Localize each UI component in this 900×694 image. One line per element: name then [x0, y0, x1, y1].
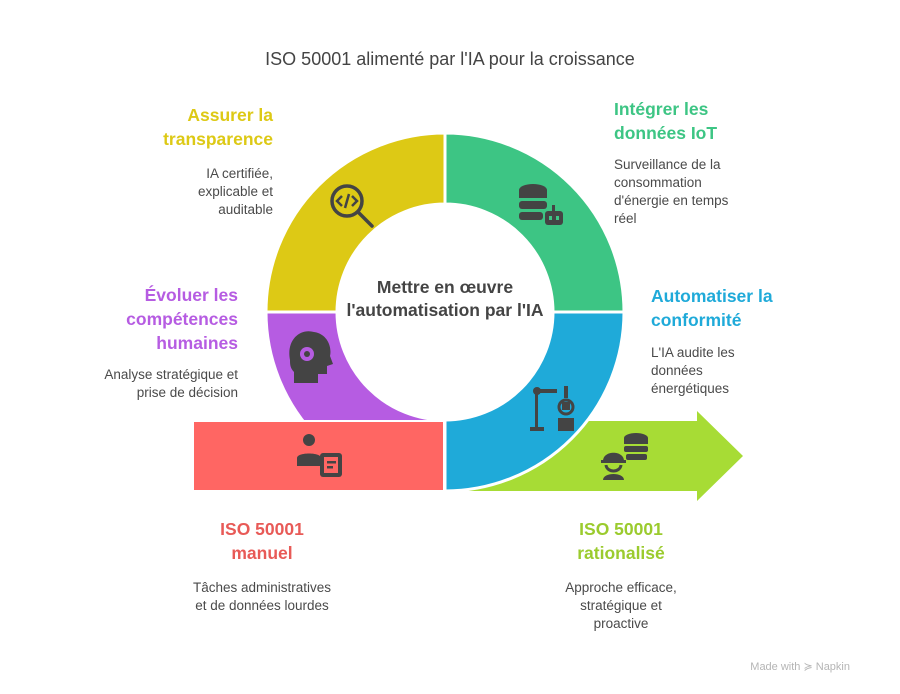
robot-arm-icon [530, 386, 575, 431]
segment-transparence [264, 131, 447, 314]
segment-conformite [443, 310, 626, 493]
worker-database-icon [601, 433, 648, 480]
competences-title: Évoluer les compétences humaines [126, 285, 238, 353]
person-document-icon [297, 434, 342, 477]
head-gear-icon [289, 331, 333, 383]
manuel-title: ISO 50001 manuel [220, 519, 304, 563]
conformite-desc: L'IA audite les données énergétiques [651, 345, 735, 396]
transparence-desc: IA certifiée, explicable et auditable [197, 166, 273, 217]
competences-desc: Analyse stratégique et prise de décision [104, 367, 238, 400]
iot-desc: Surveillance de la consommation d'énergi… [614, 157, 729, 226]
rationalise-desc: Approche efficace, stratégique et proact… [565, 580, 677, 631]
conformite-title: Automatiser la conformité [651, 286, 773, 330]
diagram-title: ISO 50001 alimenté par l'IA pour la croi… [265, 49, 635, 69]
manuel-desc: Tâches administratives et de données lou… [192, 580, 332, 613]
transparence-title: Assurer la transparence [163, 105, 273, 149]
center-circle [338, 205, 552, 419]
database-robot-icon [519, 184, 563, 225]
rationalise-title: ISO 50001 rationalisé [577, 519, 665, 563]
iot-title: Intégrer les données IoT [614, 99, 718, 143]
code-search-icon [330, 184, 374, 228]
center-label: Mettre en œuvre l'automatisation par l'I… [346, 277, 544, 320]
segment-iot [443, 131, 626, 314]
napkin-brand: Made with ≽ Napkin [750, 661, 850, 673]
